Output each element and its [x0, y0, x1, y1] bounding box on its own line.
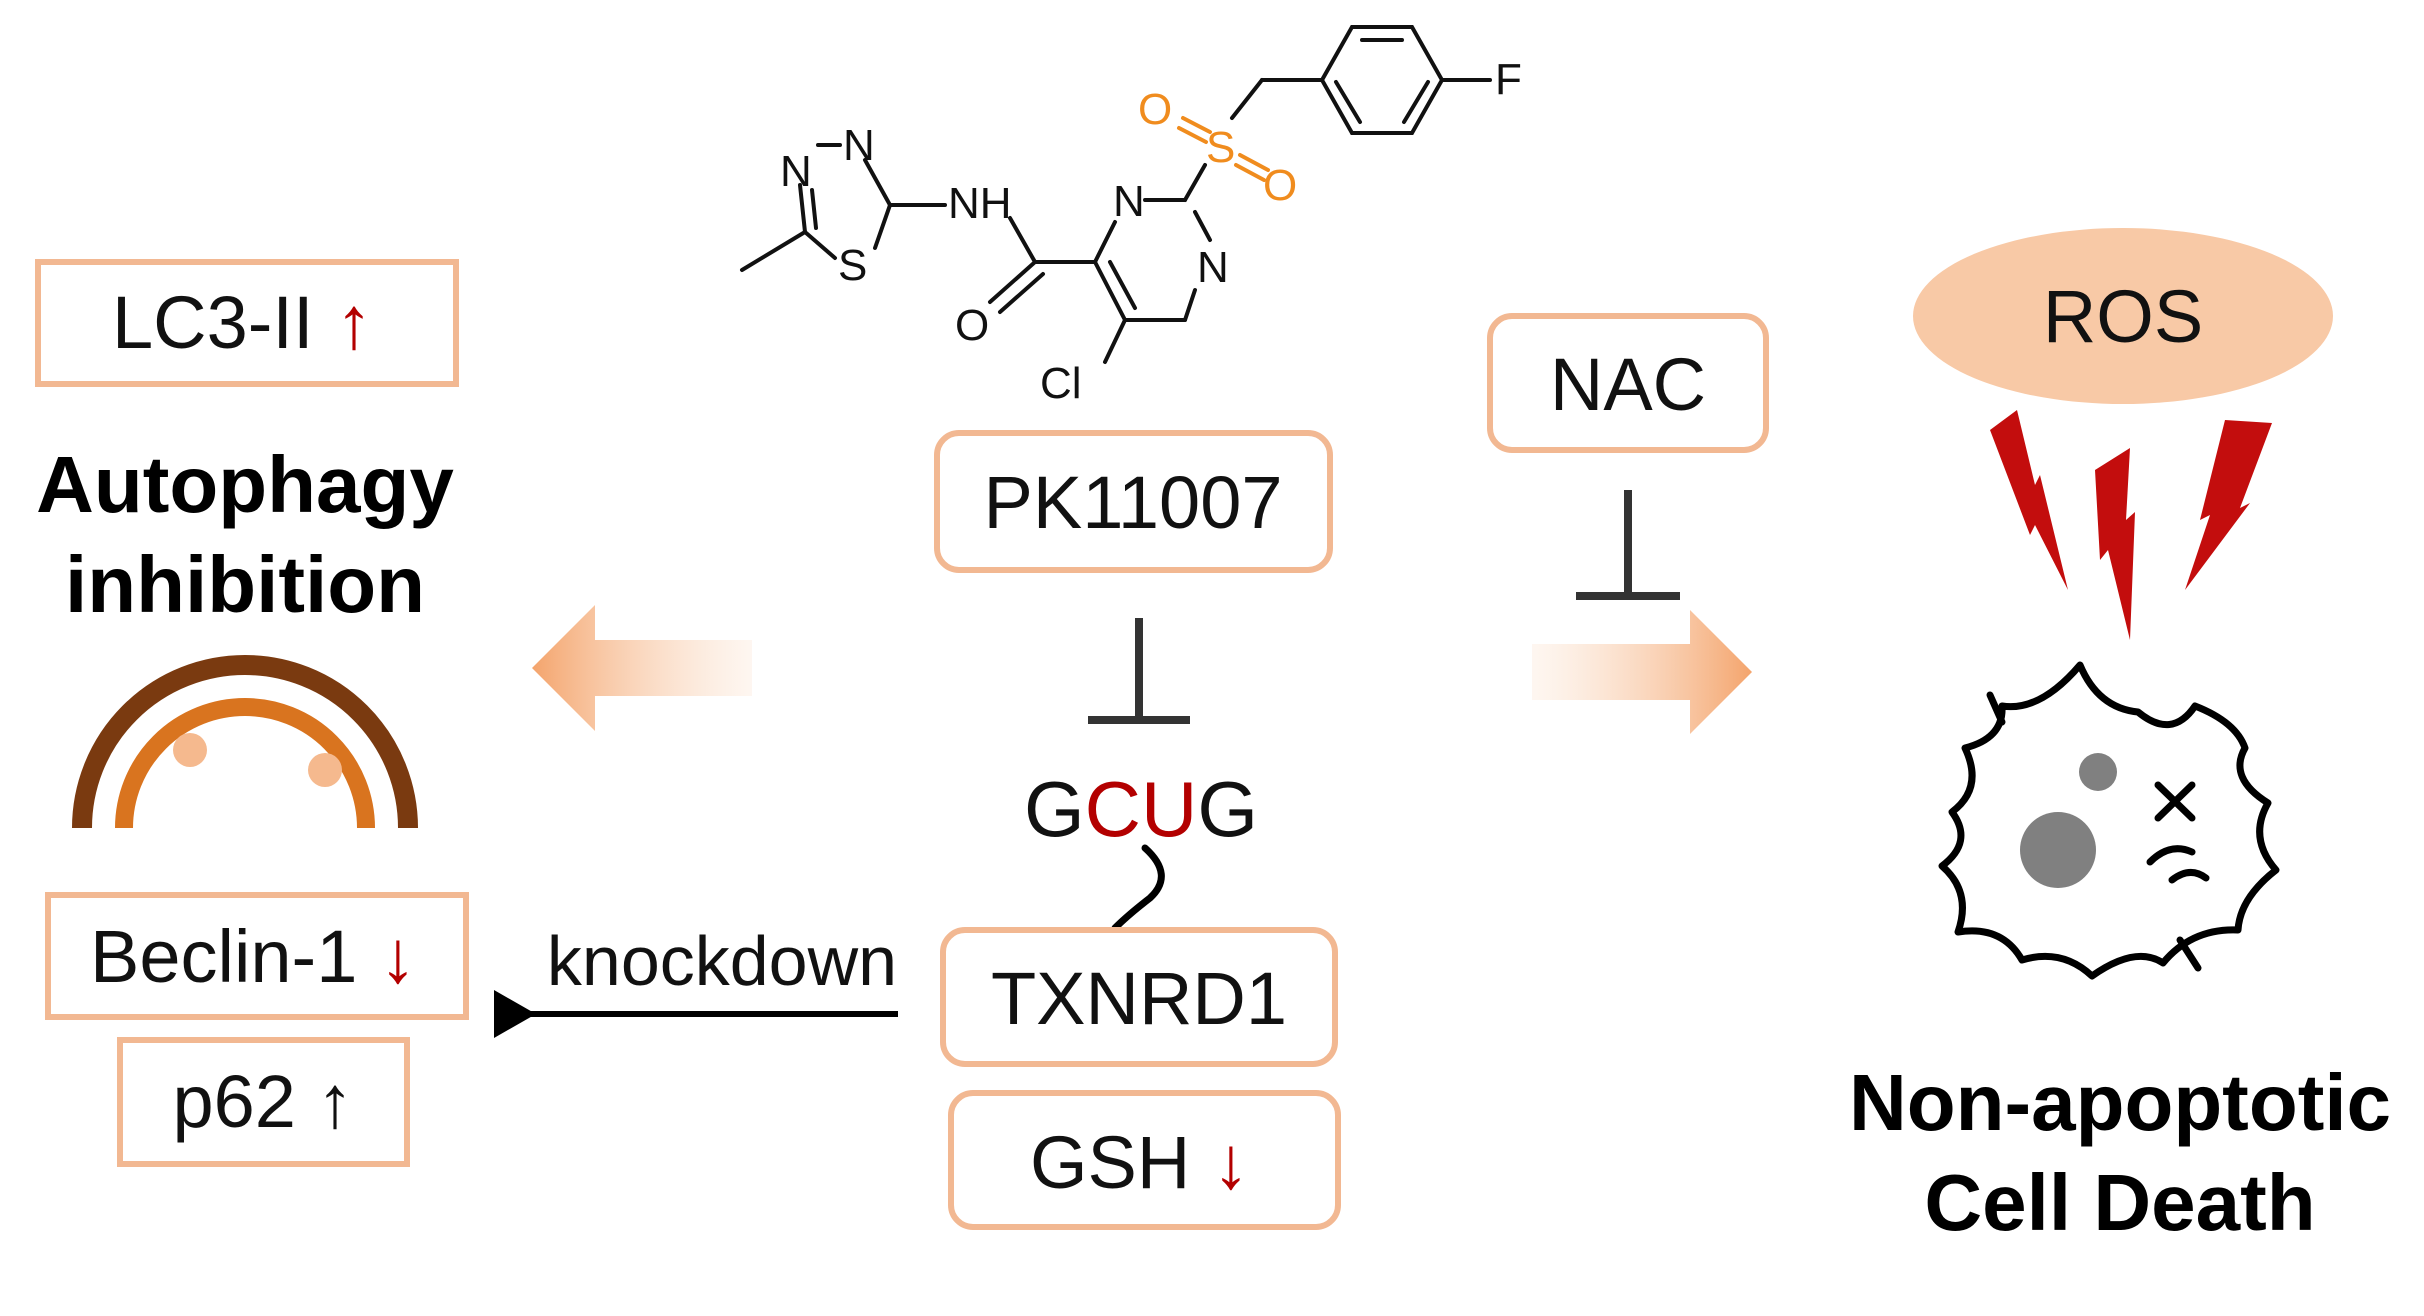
autophagosome-icon — [72, 655, 418, 829]
dying-cell-icon — [1938, 661, 2280, 980]
atom-s-sulfonyl: S — [1206, 123, 1235, 172]
atom-nh: NH — [948, 179, 1012, 228]
ros-label: ROS — [2043, 275, 2203, 358]
debris-line-1 — [1986, 691, 2006, 726]
ros-ellipse — [1913, 228, 2333, 404]
gsh-box — [948, 1090, 1341, 1230]
atom-f: F — [1495, 55, 1522, 104]
atom-n-thiadiazole-2: N — [843, 121, 875, 170]
cell-death-title-line1: Non-apoptotic — [1849, 1058, 2391, 1147]
cell-death-title-line2: Cell Death — [1924, 1158, 2315, 1247]
inhibition-symbol-center — [1088, 618, 1190, 724]
arrow-to-autophagy — [532, 605, 752, 731]
fragment-arc-1 — [2146, 845, 2196, 866]
vesicle-dot-left — [173, 733, 207, 767]
nac-box — [1487, 313, 1769, 453]
atom-n-thiadiazole-1: N — [780, 147, 812, 196]
txnrd1-box — [940, 927, 1338, 1067]
atom-n-pyrimidine-1: N — [1113, 177, 1145, 226]
fragment-arc-2 — [2168, 869, 2210, 884]
lc3-box — [35, 259, 459, 387]
lightning-bolt-icon-left — [1990, 410, 2068, 590]
selenocysteine-link — [1111, 844, 1165, 932]
autophagy-title-line2: inhibition — [65, 540, 425, 629]
atom-o-carbonyl: O — [955, 301, 989, 350]
pk11007-atom-labels: F O S O N N S NH N N O Cl — [780, 55, 1522, 408]
lightning-bolt-icon-right — [2185, 420, 2272, 590]
arrow-to-cell-death — [1532, 610, 1752, 734]
atom-s-thiadiazole: S — [838, 241, 867, 290]
lc3-label: LC3-II↑ — [112, 281, 373, 364]
lightning-bolt-icon-middle — [2095, 448, 2135, 640]
atom-n-pyrimidine-2: N — [1197, 243, 1229, 292]
knockdown-label: knockdown — [547, 922, 897, 1000]
beclin-box — [45, 892, 469, 1020]
nac-label: NAC — [1550, 343, 1706, 426]
cell-nucleus-small — [2079, 753, 2117, 791]
sequence-gcug: GCUG — [1024, 765, 1258, 853]
pk11007-box — [934, 430, 1333, 573]
vesicle-dot-right — [308, 753, 342, 787]
atom-o-sulfonyl-2: O — [1263, 161, 1297, 210]
cell-nucleus-large — [2020, 812, 2096, 888]
inhibition-symbol-nac — [1576, 490, 1680, 600]
atom-cl: Cl — [1040, 359, 1082, 408]
txnrd1-label: TXNRD1 — [991, 957, 1287, 1040]
p62-box — [117, 1037, 410, 1167]
pk11007-label: PK11007 — [984, 461, 1283, 544]
atom-o-sulfonyl-1: O — [1138, 85, 1172, 134]
beclin-label: Beclin-1↓ — [90, 915, 416, 998]
p62-label: p62 ↑ — [172, 1060, 353, 1143]
pk11007-structure — [740, 25, 1492, 364]
gsh-label: GSH↓ — [1030, 1121, 1249, 1204]
autophagy-title-line1: Autophagy — [36, 440, 454, 529]
lightning-bolt-icons — [1990, 410, 2272, 640]
debris-line-2 — [2176, 936, 2202, 972]
